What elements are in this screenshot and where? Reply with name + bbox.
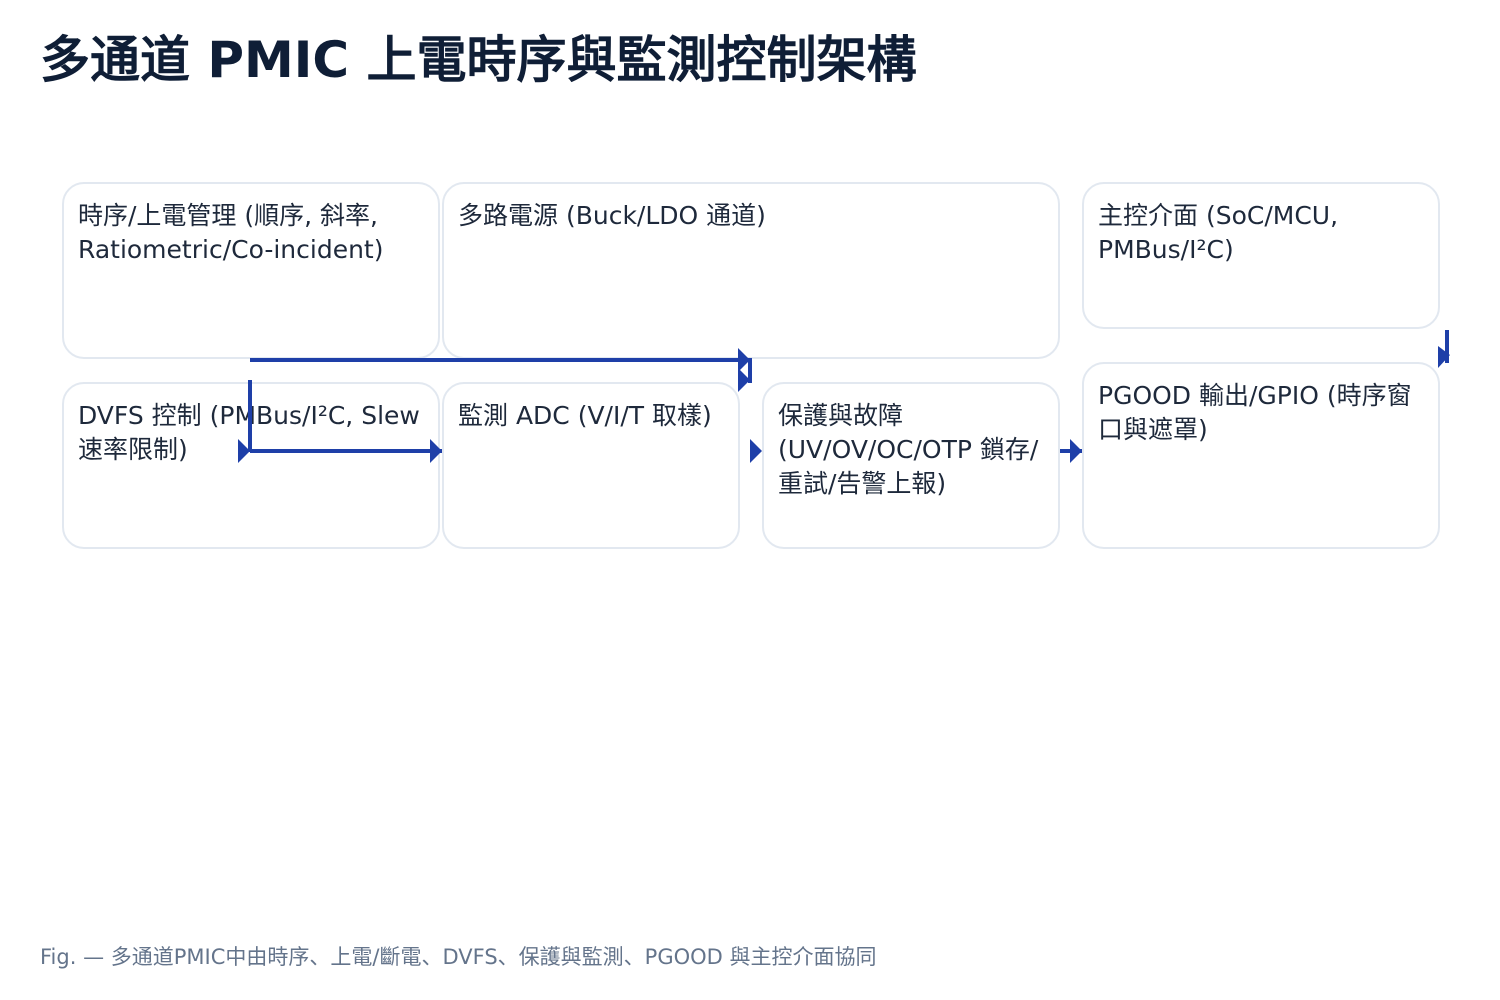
node-host-interface: 主控介面 (SoC/MCU, PMBus/I²C)	[1082, 182, 1440, 329]
node-dvfs-control: DVFS 控制 (PMBus/I²C, Slew 速率限制)	[62, 382, 440, 549]
figure-caption: Fig. — 多通道PMIC中由時序、上電/斷電、DVFS、保護與監測、PGOO…	[40, 945, 877, 969]
node-power-rails: 多路電源 (Buck/LDO 通道)	[442, 182, 1060, 359]
arrowhead-protection-to-pgood	[1070, 439, 1082, 463]
arrowhead-adc-to-protection	[750, 439, 762, 463]
diagram-title: 多通道 PMIC 上電時序與監測控制架構	[40, 31, 917, 89]
node-monitor-adc: 監測 ADC (V/I/T 取樣)	[442, 382, 740, 549]
node-sequencing: 時序/上電管理 (順序, 斜率, Ratiometric/Co-incident…	[62, 182, 440, 359]
node-protection-fault: 保護與故障 (UV/OV/OC/OTP 鎖存/重試/告警上報)	[762, 382, 1060, 549]
node-pgood-gpio: PGOOD 輸出/GPIO (時序窗口與遮罩)	[1082, 362, 1440, 549]
arrowhead-host-to-pgood	[1438, 346, 1450, 368]
arrowhead-rails-drop	[738, 368, 750, 392]
